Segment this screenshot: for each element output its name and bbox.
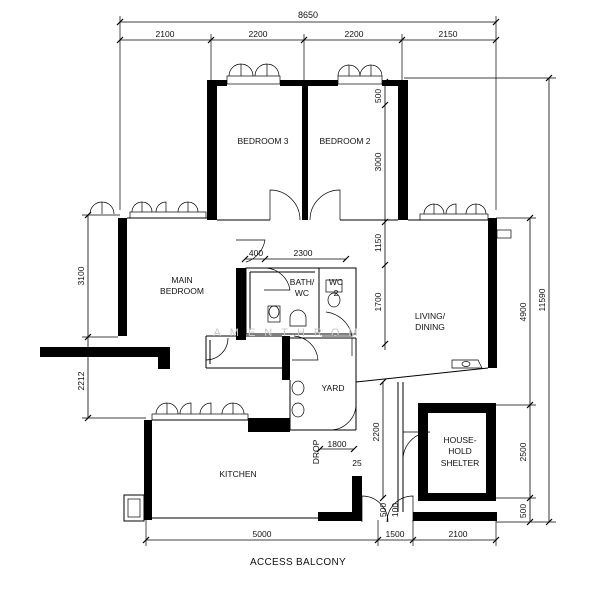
room-label-bedroom-2: BEDROOM 2 [319,136,370,146]
corridor-1700-dim: 1700 [373,292,383,311]
room-labels: BEDROOM 3 BEDROOM 2 MAIN BEDROOM BATH/ W… [160,136,479,479]
corr-2300-dim: 2300 [294,248,313,258]
top-dim-4: 2150 [439,29,458,39]
overall-width-dim: 8650 [298,10,318,20]
bottom-vert-dim-2: 100 [390,503,400,517]
top-dim-2: 2200 [249,29,268,39]
bottom-dim-2: 1500 [386,529,405,539]
room-label-shelter-3: SHELTER [441,458,480,468]
top-dim-1: 2100 [156,29,175,39]
corridor-2200-dim: 2200 [371,422,381,441]
walls [40,80,497,521]
room-label-yard: YARD [322,383,345,393]
room-label-living-2: DINING [415,322,445,332]
top-dimensions: 8650 2100 2200 2200 2150 [116,10,500,210]
left-upper-dim: 3100 [76,266,86,285]
bottom-dimensions: 5000 1500 2100 500 100 [142,503,500,546]
room-label-wc2-1: WC [329,277,343,287]
right-inner-upper-dim: 4900 [518,302,528,321]
right-bottom-dim: 500 [518,504,528,518]
bottom-dim-3: 2100 [449,529,468,539]
corridor-1150-dim: 1150 [373,234,383,253]
windows [89,63,512,522]
right-dimensions: 11590 4900 2500 500 [404,74,556,526]
room-label-shelter-1: HOUSE- [443,435,476,445]
room-label-wc2-2: 2 [334,288,339,298]
left-lower-dim: 2212 [76,371,86,390]
room-label-shelter-2: HOLD [448,446,472,456]
bottom-vert-dim-1: 500 [378,503,388,517]
right-inner-lower-dim: 2500 [518,442,528,461]
room-label-main-bedroom-2: BEDROOM [160,286,204,296]
partitions [127,217,489,519]
fixtures [267,279,483,418]
room-label-bath-wc-1: BATH/ [290,277,315,287]
bottom-dim-1: 5000 [253,529,272,539]
room-label-drop: DROP [311,439,321,464]
corr-400-dim: 400 [249,248,263,258]
small-25-dim: 25 [352,458,362,468]
room-label-bath-wc-2: WC [295,288,309,298]
left-dimensions: 3100 2212 [76,211,146,422]
room-label-kitchen: KITCHEN [219,469,256,479]
doors [205,189,431,523]
internal-vertical-dimensions: 500 3000 1150 1700 2200 [371,78,389,502]
top-dim-3: 2200 [345,29,364,39]
room-label-living-1: LIVING/ [415,311,446,321]
bedroom-top-dim: 500 [373,89,383,103]
room-label-main-bedroom-1: MAIN [171,275,192,285]
access-balcony-caption: ACCESS BALCONY [250,557,346,568]
yard-1800-dim: 1800 [328,439,347,449]
bedroom-depth-dim: 3000 [373,152,383,171]
right-outer-dim: 11590 [537,288,547,311]
corridor-dimensions: 400 2300 1800 25 [241,248,362,468]
watermark: AMENTHROM [213,327,366,339]
room-label-bedroom-3: BEDROOM 3 [237,136,288,146]
